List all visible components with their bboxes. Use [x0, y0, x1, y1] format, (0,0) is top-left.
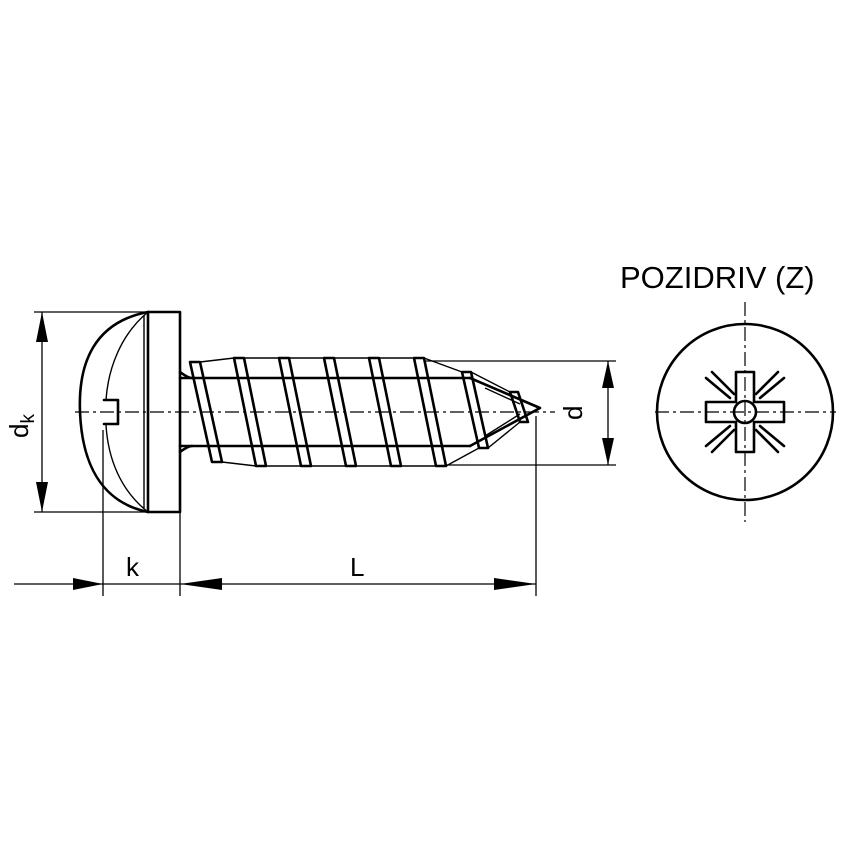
thread-diameter-label: d [558, 406, 588, 420]
length-label: L [350, 552, 364, 582]
drive-type-label: POZIDRIV (Z) [620, 260, 815, 295]
thread-crests [188, 356, 530, 468]
thread-diameter-dimension: d [426, 360, 616, 466]
length-dimensions: k L [14, 416, 537, 596]
head-diameter-dimension: dk [4, 311, 150, 513]
head-diameter-label: dk [4, 414, 39, 438]
screw-shank [178, 370, 542, 454]
head-height-label: k [126, 552, 140, 582]
pozidriv-end-view [655, 302, 836, 522]
